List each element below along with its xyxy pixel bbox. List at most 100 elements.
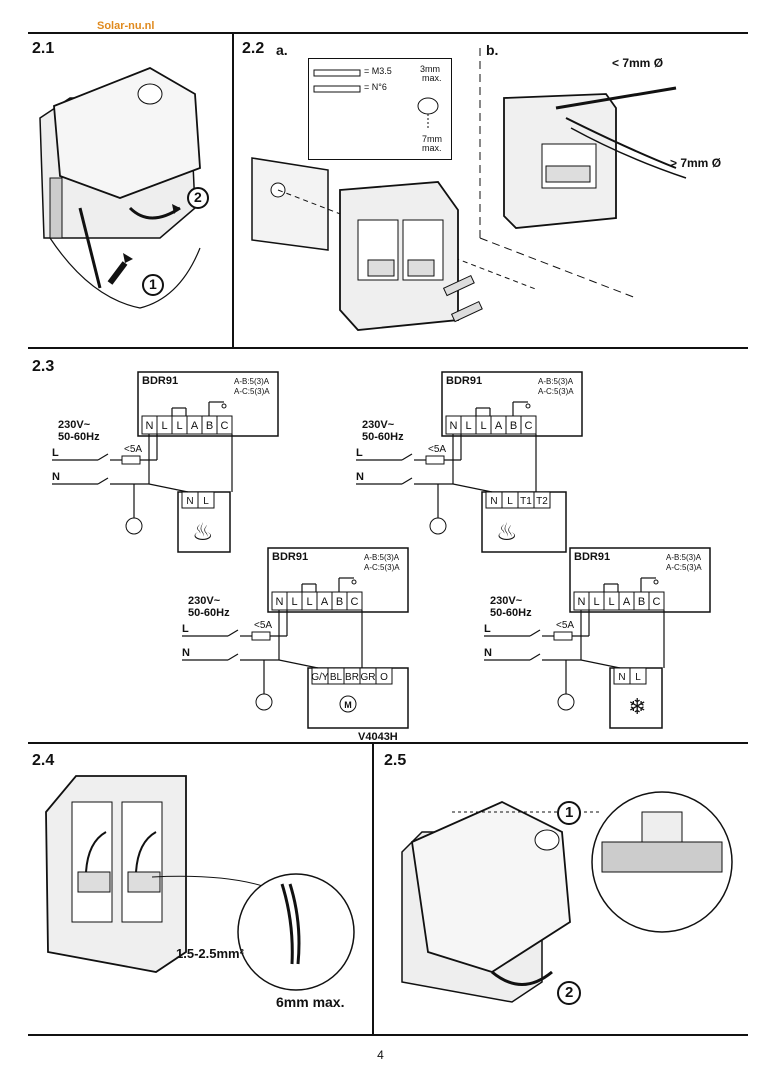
d3-terminal-box xyxy=(346,591,363,611)
d1-contact xyxy=(221,403,227,409)
d2-contact xyxy=(525,403,531,409)
divider-v2 xyxy=(372,742,374,1034)
step-2-5-one: 1 xyxy=(565,804,574,821)
d3-fuse xyxy=(251,631,271,641)
section-label-2-5: 2.5 xyxy=(384,752,407,769)
d3-contact xyxy=(351,579,357,585)
d2-terminal-0: N xyxy=(450,420,458,432)
d2-terminal-1: L xyxy=(465,420,471,432)
max-3mm: 3mm xyxy=(420,64,440,74)
d1-terminal-1: L xyxy=(161,420,167,432)
d2-load-term-box xyxy=(533,491,551,509)
cable-large-label: > 7mm Ø xyxy=(670,156,722,170)
d4-load-term-box xyxy=(629,667,647,685)
d3-rating1: A-B:5(3)A xyxy=(364,553,400,562)
screw-head-icon xyxy=(417,97,439,130)
screw-spec-box xyxy=(308,58,452,160)
d4-snowflake-icon: ❄ xyxy=(628,694,646,719)
d2-N-label: N xyxy=(356,471,364,483)
d4-terminal-2: L xyxy=(608,596,614,608)
d4-terminal-box xyxy=(648,591,665,611)
d3-earth-icon xyxy=(255,693,273,711)
d3-rating2: A-C:5(3)A xyxy=(364,563,400,572)
d4-rating2: A-C:5(3)A xyxy=(666,563,702,572)
divider-top xyxy=(28,32,748,34)
d3-N-switch xyxy=(227,653,239,661)
d4-freq: 50-60Hz xyxy=(490,607,532,619)
d4-terminal-5: C xyxy=(653,596,661,608)
d4-earth-icon xyxy=(557,693,575,711)
d2-rating1: A-B:5(3)A xyxy=(538,377,574,386)
d1-load-term-box xyxy=(197,491,215,509)
d3-freq: 50-60Hz xyxy=(188,607,230,619)
d2-earth-icon xyxy=(429,517,447,535)
section-label-2-4: 2.4 xyxy=(32,752,55,769)
d1-terminal-box xyxy=(216,415,233,435)
d3-N-label: N xyxy=(182,647,190,659)
cable-small-label: < 7mm Ø xyxy=(612,56,664,70)
page-number: 4 xyxy=(377,1048,384,1062)
d3-terminal-3: A xyxy=(321,596,329,608)
d1-load-term-1: L xyxy=(203,496,209,507)
d3-valve-name: V4043H xyxy=(358,731,398,743)
divider-2 xyxy=(28,347,748,349)
d4-terminal-1: L xyxy=(593,596,599,608)
d3-fuse-label: <5A xyxy=(254,620,272,631)
d3-terminal-2: L xyxy=(306,596,312,608)
d4-fuse-label: <5A xyxy=(556,620,574,631)
d3-voltage: 230V~ xyxy=(188,595,221,607)
d2-terminal-2: L xyxy=(480,420,486,432)
step-2-1-two: 2 xyxy=(194,189,202,205)
d3-motor-icon xyxy=(339,695,357,713)
d4-contact xyxy=(653,579,659,585)
d1-earth-icon xyxy=(125,517,143,535)
wire-size-label: 1.5-2.5mm² xyxy=(176,946,244,961)
max-3mm-b: max. xyxy=(422,73,442,83)
figure-2-4 xyxy=(45,775,355,991)
d2-terminal-box xyxy=(520,415,537,435)
d2-load-term-1: L xyxy=(507,496,513,507)
divider-v1 xyxy=(232,32,234,347)
d3-terminal-5: C xyxy=(351,596,359,608)
section-label-2-2: 2.2 xyxy=(242,40,265,57)
d1-freq: 50-60Hz xyxy=(58,431,100,443)
d2-fuse xyxy=(425,455,445,465)
step-2-5-two: 2 xyxy=(565,984,574,1001)
step-2-1-one: 1 xyxy=(149,276,157,292)
d1-terminal-4: B xyxy=(206,420,213,432)
d1-fuse xyxy=(121,455,141,465)
d1-N-to-load xyxy=(148,483,189,493)
d1-terminal-2: L xyxy=(176,420,182,432)
d3-terminal-0: N xyxy=(276,596,284,608)
d2-N-to-load xyxy=(452,483,493,493)
d2-heat-icon: ♨ xyxy=(496,519,518,546)
d3-load-term-2: BR xyxy=(345,672,359,683)
d1-terminal-0: N xyxy=(146,420,154,432)
d3-load-term-1: BL xyxy=(330,672,343,683)
d3-motor-label: M xyxy=(344,700,352,710)
d3-terminal-4: B xyxy=(336,596,343,608)
section-label-2-2a: a. xyxy=(276,42,288,58)
d3-load-term-4: O xyxy=(380,672,388,683)
d3-device-name: BDR91 xyxy=(272,551,308,563)
d1-rating1: A-B:5(3)A xyxy=(234,377,270,386)
d2-load-term-3: T2 xyxy=(536,496,548,507)
section-label-2-3: 2.3 xyxy=(32,358,55,375)
strip-length-label: 6mm max. xyxy=(276,994,345,1010)
d1-L-label: L xyxy=(52,447,59,459)
section-label-2-2b: b. xyxy=(486,42,499,58)
screw-n6: = N°6 xyxy=(364,82,387,92)
figure-2-2b xyxy=(479,48,687,299)
step-circle-2-5-a xyxy=(557,801,581,825)
d4-terminal-4: B xyxy=(638,596,645,608)
d4-load-term-0: N xyxy=(618,672,625,683)
d3-load-term-3: GR xyxy=(361,672,376,683)
d4-rating1: A-B:5(3)A xyxy=(666,553,702,562)
d2-device-name: BDR91 xyxy=(446,375,482,387)
d4-device-name: BDR91 xyxy=(574,551,610,563)
d2-rating2: A-C:5(3)A xyxy=(538,387,574,396)
d2-terminal-3: A xyxy=(495,420,503,432)
d2-L-switch xyxy=(401,453,413,461)
